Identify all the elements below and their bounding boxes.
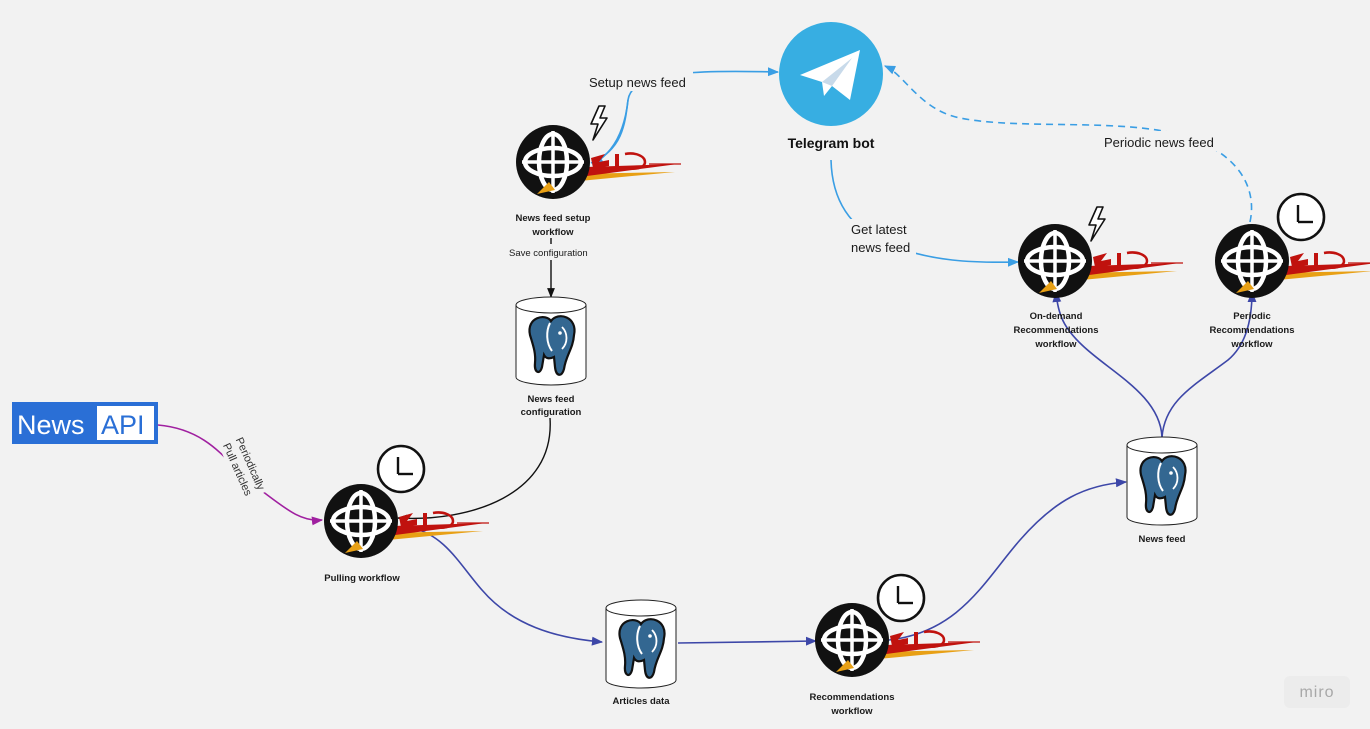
- svg-text:News: News: [17, 410, 85, 440]
- edge-setup-to-telegram[interactable]: [590, 67, 780, 164]
- label-setup-news-feed: Setup news feed: [589, 75, 686, 90]
- svg-text:miro: miro: [1299, 684, 1334, 701]
- svg-text:Pulling workflow: Pulling workflow: [324, 573, 400, 584]
- clock-icon: [1276, 192, 1326, 242]
- zio-logo-icon: [324, 484, 489, 558]
- svg-text:News feed: News feed: [1139, 534, 1186, 545]
- svg-text:Recommendations: Recommendations: [1210, 325, 1295, 336]
- svg-text:configuration: configuration: [521, 407, 582, 418]
- lightning-icon: [590, 105, 608, 141]
- telegram-bot-title: Telegram bot: [788, 135, 875, 151]
- postgresql-icon: [514, 295, 588, 387]
- svg-text:API: API: [101, 410, 145, 440]
- telegram-bot-node[interactable]: Telegram bot: [779, 22, 883, 151]
- zio-logo-icon: [1018, 224, 1183, 298]
- postgresql-icon: [604, 598, 678, 690]
- clock-icon: [376, 444, 426, 494]
- newsapi-node[interactable]: News API: [12, 402, 158, 444]
- edge-newsfeed-to-ondemand[interactable]: [1052, 290, 1163, 438]
- lightning-icon: [1088, 206, 1106, 242]
- edge-newsfeed-to-periodic[interactable]: [1161, 290, 1257, 438]
- edge-periodic-to-telegram[interactable]: [883, 65, 1253, 223]
- svg-text:workflow: workflow: [1230, 339, 1273, 350]
- edge-articles-to-reco[interactable]: [677, 636, 818, 646]
- database-news-feed-configuration[interactable]: News feed configuration: [514, 295, 588, 418]
- clock-icon: [876, 573, 926, 623]
- svg-text:Recommendations: Recommendations: [1014, 325, 1099, 336]
- svg-text:Recommendations: Recommendations: [810, 692, 895, 703]
- svg-text:News feed setup: News feed setup: [516, 213, 591, 224]
- edge-reco-to-newsfeed[interactable]: [888, 478, 1128, 641]
- label-get-latest-1: Get latest: [851, 222, 907, 237]
- label-periodic-news-feed: Periodic news feed: [1104, 135, 1214, 150]
- label-periodically-pull: Periodically Pull articles: [218, 432, 273, 502]
- workflow-on-demand-recommendations[interactable]: On-demand Recommendations workflow: [1014, 206, 1184, 350]
- svg-text:Articles data: Articles data: [612, 696, 670, 707]
- svg-text:workflow: workflow: [1034, 339, 1077, 350]
- database-articles-data[interactable]: Articles data: [604, 598, 678, 707]
- workflow-news-feed-setup[interactable]: News feed setup workflow: [516, 105, 681, 238]
- workflow-periodic-recommendations[interactable]: Periodic Recommendations workflow: [1210, 192, 1370, 350]
- svg-text:workflow: workflow: [830, 706, 873, 717]
- zio-logo-icon: [516, 125, 681, 199]
- database-news-feed[interactable]: News feed: [1125, 435, 1199, 545]
- svg-text:Periodic: Periodic: [1233, 311, 1271, 322]
- svg-text:On-demand: On-demand: [1030, 311, 1083, 322]
- postgresql-icon: [1125, 435, 1199, 527]
- workflow-pulling[interactable]: Pulling workflow: [324, 444, 489, 584]
- edge-pulling-to-articles[interactable]: [411, 527, 604, 646]
- svg-text:workflow: workflow: [531, 227, 574, 238]
- label-get-latest-2: news feed: [851, 240, 910, 255]
- miro-watermark: miro: [1284, 676, 1350, 708]
- workflow-recommendations[interactable]: Recommendations workflow: [810, 573, 981, 717]
- label-save-configuration: Save configuration: [509, 248, 588, 259]
- svg-text:News feed: News feed: [528, 394, 575, 405]
